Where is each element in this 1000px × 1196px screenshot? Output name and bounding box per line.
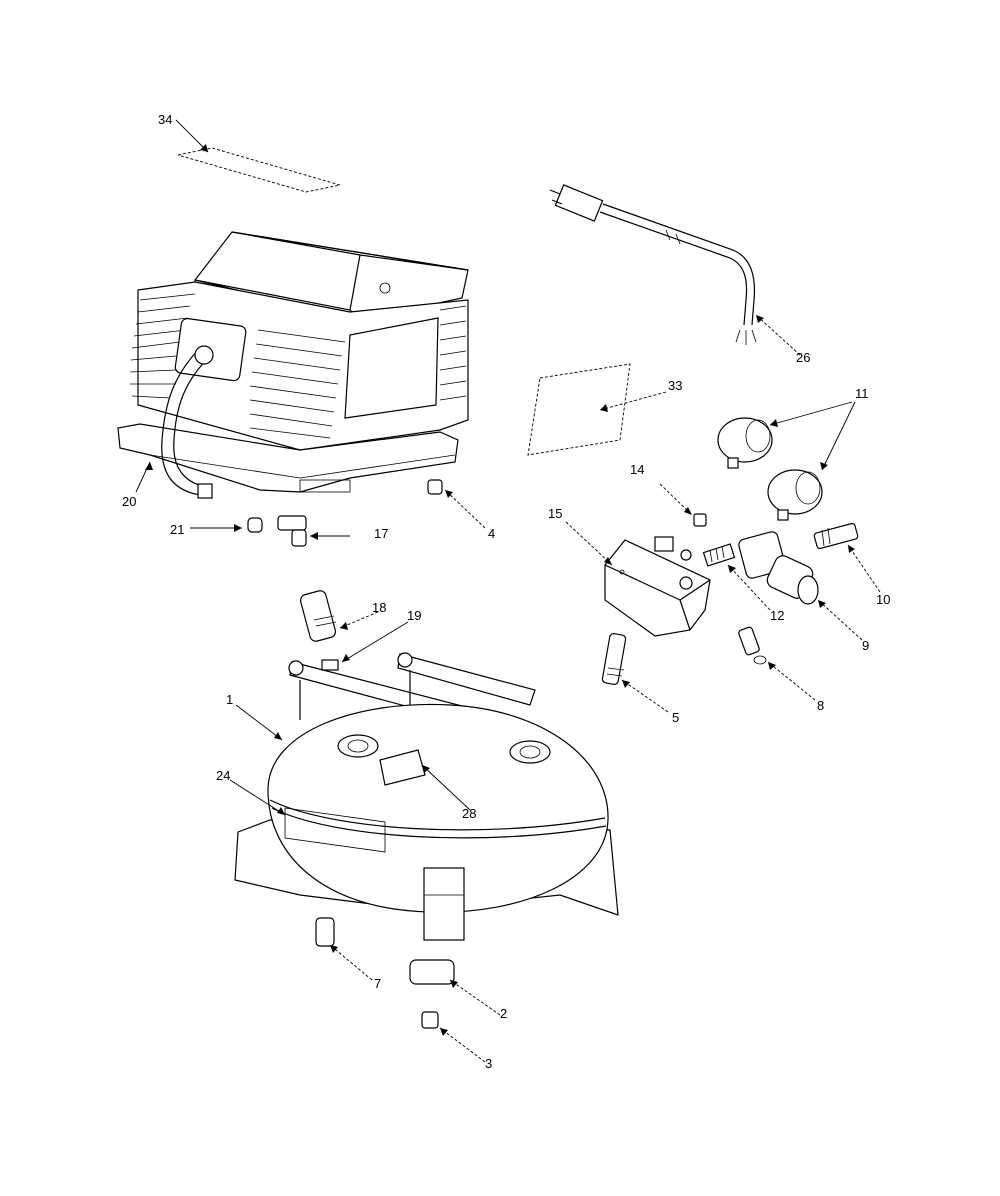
shroud-vents-left xyxy=(129,293,196,399)
part-17-elbow xyxy=(277,515,307,547)
callout-2: 2 xyxy=(500,1006,507,1021)
callout-26: 26 xyxy=(796,350,810,365)
shroud-vents-right xyxy=(439,305,467,401)
part-8-valve xyxy=(738,626,767,665)
callout-7: 7 xyxy=(374,976,381,991)
callout-9: 9 xyxy=(862,638,869,653)
part-19-handles xyxy=(288,652,536,723)
callout-34: 34 xyxy=(158,112,172,127)
part-7-fitting xyxy=(315,917,335,947)
part-4-fitting xyxy=(427,479,443,495)
part-10-coupler xyxy=(813,522,859,550)
callout-1: 1 xyxy=(226,692,233,707)
callout-15: 15 xyxy=(548,506,562,521)
callout-33: 33 xyxy=(668,378,682,393)
callout-4: 4 xyxy=(488,526,495,541)
part-2-foot xyxy=(409,959,455,985)
part-14-fitting xyxy=(693,513,707,527)
part-15-pressure-switch xyxy=(604,536,711,637)
part-12-nipple xyxy=(702,543,736,567)
callout-17: 17 xyxy=(374,526,388,541)
callout-20: 20 xyxy=(122,494,136,509)
callout-12: 12 xyxy=(770,608,784,623)
callout-10: 10 xyxy=(876,592,890,607)
part-21-fitting xyxy=(247,517,263,533)
callout-28: 28 xyxy=(462,806,476,821)
part-3-drain-valve xyxy=(421,1011,439,1029)
part-11-gauges xyxy=(717,417,823,521)
callout-14: 14 xyxy=(630,462,644,477)
callout-3: 3 xyxy=(485,1056,492,1071)
callout-21: 21 xyxy=(170,522,184,537)
part-33-label xyxy=(527,363,631,456)
callout-5: 5 xyxy=(672,710,679,725)
part-9-regulator xyxy=(738,531,819,605)
pump-shroud-assembly xyxy=(117,231,469,493)
callout-8: 8 xyxy=(817,698,824,713)
callout-labels: 34 26 33 11 14 20 15 21 17 4 10 18 12 19… xyxy=(122,112,890,1071)
part-26-power-cord xyxy=(549,184,757,345)
shroud-vents-center xyxy=(249,329,346,439)
callout-19: 19 xyxy=(407,608,421,623)
callout-11: 11 xyxy=(855,386,869,401)
leader-lines xyxy=(135,119,881,1063)
part-18-coupler xyxy=(299,590,337,642)
callout-18: 18 xyxy=(372,600,386,615)
part-34-decal xyxy=(177,147,341,193)
part-1-tank xyxy=(234,703,619,941)
callout-24: 24 xyxy=(216,768,230,783)
part-20-outlet-tube xyxy=(161,345,214,499)
part-5-nipple xyxy=(601,633,627,685)
